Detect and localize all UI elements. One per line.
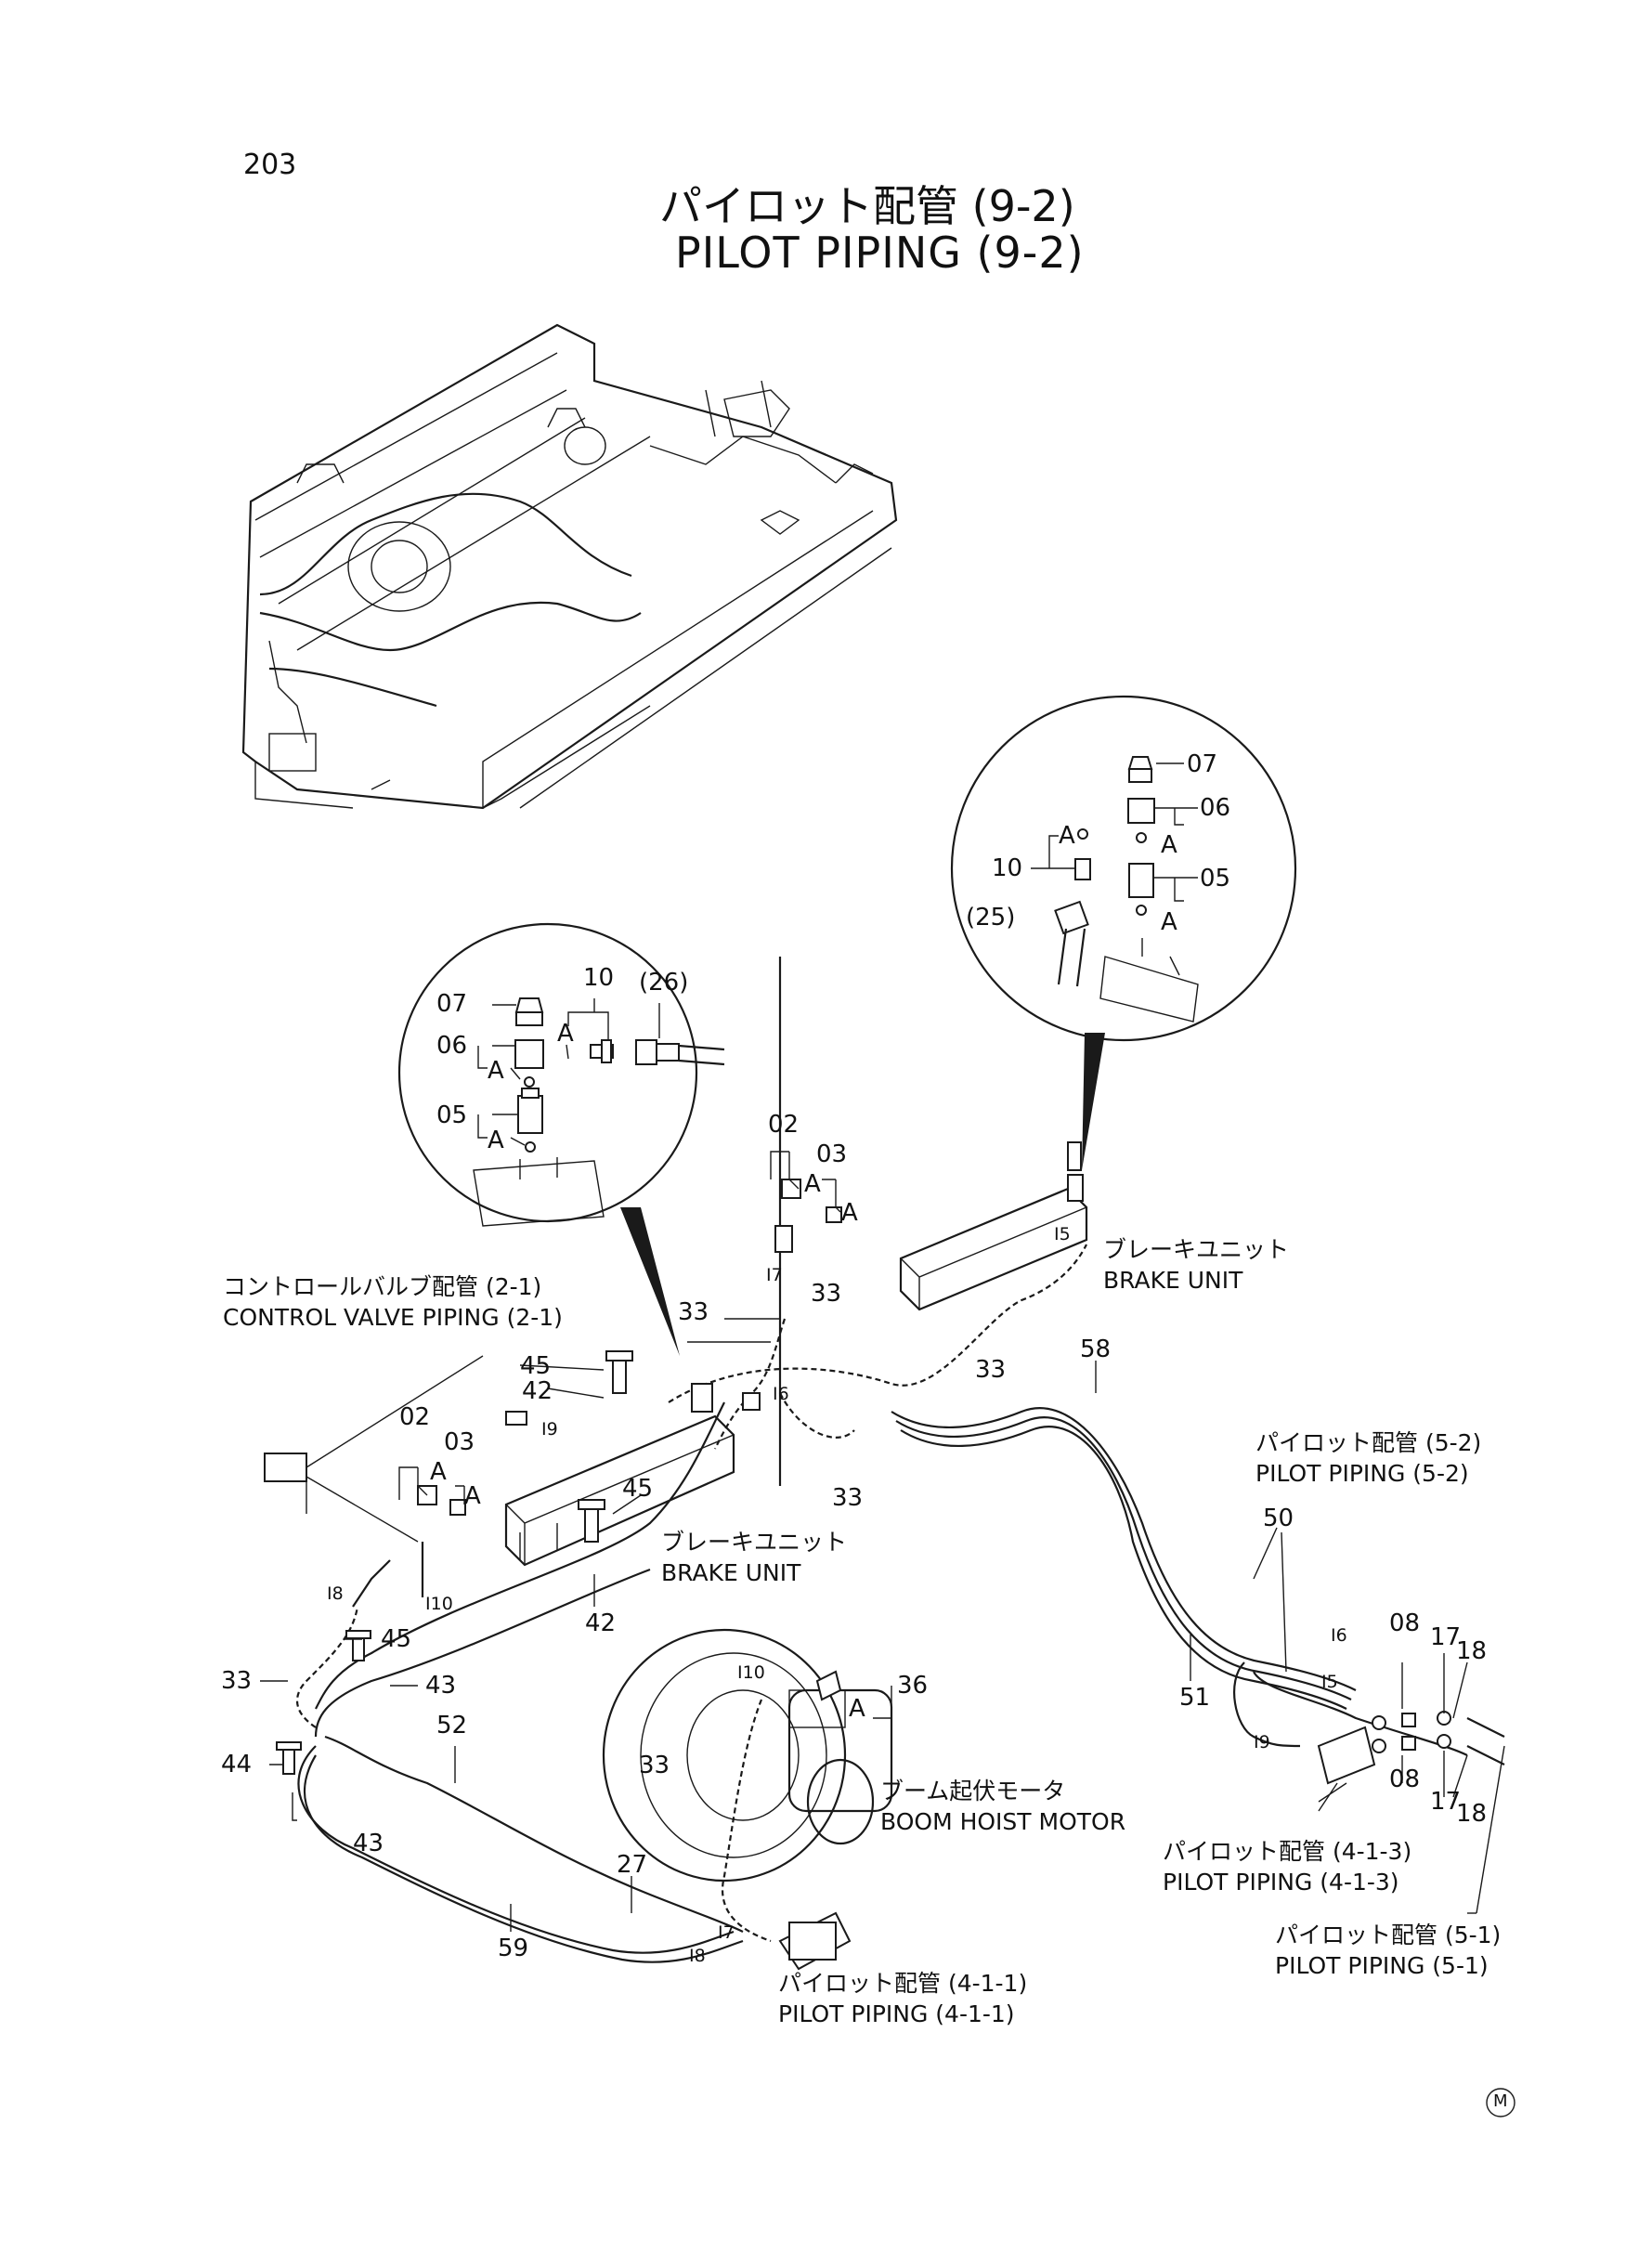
callout-33: 33 bbox=[639, 1752, 670, 1779]
callout-17: 17 bbox=[1430, 1788, 1462, 1816]
brake-unit-left-jp: ブレーキユニット bbox=[661, 1529, 848, 1556]
callout-50: 50 bbox=[1263, 1505, 1294, 1532]
callout-03: 03 bbox=[816, 1140, 848, 1168]
port-label: I10 bbox=[737, 1662, 765, 1683]
callout-seal-a: A bbox=[841, 1199, 858, 1227]
brake-unit-right bbox=[899, 1187, 1088, 1311]
page-title-japanese: パイロット配管 (9-2) bbox=[659, 181, 1075, 231]
brake-unit-left bbox=[504, 1414, 735, 1567]
port-label: I7 bbox=[718, 1922, 735, 1943]
callout-seal-a: A bbox=[430, 1458, 447, 1486]
right-detail-seal-a: A bbox=[1059, 822, 1075, 850]
circled-m-mark: M bbox=[1493, 2091, 1508, 2111]
pilot-piping-5-2-en: PILOT PIPING (5-2) bbox=[1255, 1460, 1469, 1487]
left-detail-seal-a: A bbox=[557, 1020, 574, 1048]
callout-leaders bbox=[260, 1151, 1505, 1932]
callout-17: 17 bbox=[1430, 1623, 1462, 1651]
pilot-piping-4-1-3-en: PILOT PIPING (4-1-3) bbox=[1163, 1869, 1399, 1896]
right-detail-view bbox=[950, 695, 1297, 1170]
port-label: I10 bbox=[425, 1594, 453, 1614]
brake-unit-right-en: BRAKE UNIT bbox=[1103, 1267, 1243, 1294]
callout-18: 18 bbox=[1456, 1800, 1488, 1828]
callout-43: 43 bbox=[425, 1672, 457, 1700]
pilot-piping-5-1-en: PILOT PIPING (5-1) bbox=[1275, 1952, 1489, 1979]
callout-36: 36 bbox=[897, 1672, 929, 1700]
control-valve-ref-en: CONTROL VALVE PIPING (2-1) bbox=[223, 1304, 563, 1331]
callout-08: 08 bbox=[1389, 1609, 1421, 1637]
callout-27: 27 bbox=[617, 1851, 648, 1879]
callout-52: 52 bbox=[436, 1712, 468, 1739]
port-label: I6 bbox=[1331, 1625, 1347, 1646]
pilot-piping-4-1-3-jp: パイロット配管 (4-1-3) bbox=[1163, 1838, 1412, 1865]
left-detail-label-26: (26) bbox=[639, 969, 689, 997]
port-label: I8 bbox=[689, 1946, 706, 1966]
control-valve-ref-jp: コントロールバルブ配管 (2-1) bbox=[223, 1273, 542, 1300]
pilot-hoses bbox=[296, 957, 1468, 1963]
brake-unit-left-en: BRAKE UNIT bbox=[661, 1559, 801, 1586]
callout-08: 08 bbox=[1389, 1765, 1421, 1793]
pilot-piping-4-1-1-en: PILOT PIPING (4-1-1) bbox=[778, 2000, 1015, 2027]
callout-03: 03 bbox=[444, 1428, 475, 1456]
callout-44: 44 bbox=[221, 1751, 253, 1778]
pilot-piping-5-1-jp: パイロット配管 (5-1) bbox=[1275, 1922, 1502, 1948]
callout-seal-a: A bbox=[849, 1695, 865, 1723]
callout-02: 02 bbox=[768, 1111, 800, 1139]
callout-58: 58 bbox=[1080, 1335, 1112, 1363]
callout-seal-a: A bbox=[464, 1482, 481, 1510]
left-detail-seal-a: A bbox=[488, 1057, 504, 1085]
callout-33: 33 bbox=[975, 1356, 1007, 1384]
port-label: I6 bbox=[773, 1384, 789, 1404]
page-title-english: PILOT PIPING (9-2) bbox=[675, 228, 1085, 278]
callout-33: 33 bbox=[678, 1298, 709, 1326]
callout-18: 18 bbox=[1456, 1637, 1488, 1665]
callout-59: 59 bbox=[498, 1935, 529, 1962]
right-detail-seal-a: A bbox=[1161, 908, 1177, 936]
callout-45: 45 bbox=[381, 1625, 412, 1653]
callout-51: 51 bbox=[1179, 1684, 1211, 1712]
port-label: I5 bbox=[1054, 1224, 1071, 1244]
pilot-piping-4-1-1-jp: パイロット配管 (4-1-1) bbox=[778, 1970, 1028, 1997]
right-detail-label-06: 06 bbox=[1200, 794, 1231, 822]
upper-frame-overview bbox=[241, 323, 898, 810]
callout-02: 02 bbox=[399, 1403, 431, 1431]
port-label: I9 bbox=[1254, 1732, 1270, 1752]
callout-45: 45 bbox=[622, 1475, 654, 1503]
port-label: I9 bbox=[541, 1419, 558, 1440]
callout-seal-a: A bbox=[804, 1170, 821, 1198]
page-number: 203 bbox=[243, 149, 297, 181]
fittings-and-bolts bbox=[264, 1141, 1505, 1971]
port-label: I7 bbox=[766, 1265, 783, 1285]
right-detail-label-05: 05 bbox=[1200, 865, 1231, 892]
callout-33: 33 bbox=[832, 1484, 864, 1512]
callout-43: 43 bbox=[353, 1830, 384, 1857]
left-detail-label-07: 07 bbox=[436, 990, 468, 1018]
left-detail-seal-a: A bbox=[488, 1127, 504, 1154]
right-detail-seal-a: A bbox=[1161, 831, 1177, 859]
boom-hoist-motor bbox=[602, 1628, 893, 1883]
right-detail-label-25: (25) bbox=[966, 904, 1016, 932]
left-detail-label-10: 10 bbox=[583, 964, 615, 992]
callout-33: 33 bbox=[221, 1667, 253, 1695]
port-label: I8 bbox=[327, 1583, 344, 1604]
brake-unit-right-jp: ブレーキユニット bbox=[1103, 1236, 1290, 1263]
boom-motor-en: BOOM HOIST MOTOR bbox=[880, 1808, 1126, 1835]
left-detail-label-05: 05 bbox=[436, 1101, 468, 1129]
right-detail-label-07: 07 bbox=[1187, 750, 1218, 778]
port-label: I5 bbox=[1321, 1672, 1338, 1692]
pilot-piping-5-2-jp: パイロット配管 (5-2) bbox=[1255, 1429, 1482, 1456]
callout-42: 42 bbox=[585, 1609, 617, 1637]
callout-42: 42 bbox=[522, 1377, 553, 1405]
left-detail-label-06: 06 bbox=[436, 1032, 468, 1060]
callout-33: 33 bbox=[811, 1280, 842, 1308]
right-detail-label-10: 10 bbox=[992, 854, 1023, 882]
boom-motor-jp: ブーム起伏モータ bbox=[880, 1778, 1066, 1804]
left-detail-view bbox=[397, 922, 725, 1356]
callout-45: 45 bbox=[520, 1352, 552, 1380]
